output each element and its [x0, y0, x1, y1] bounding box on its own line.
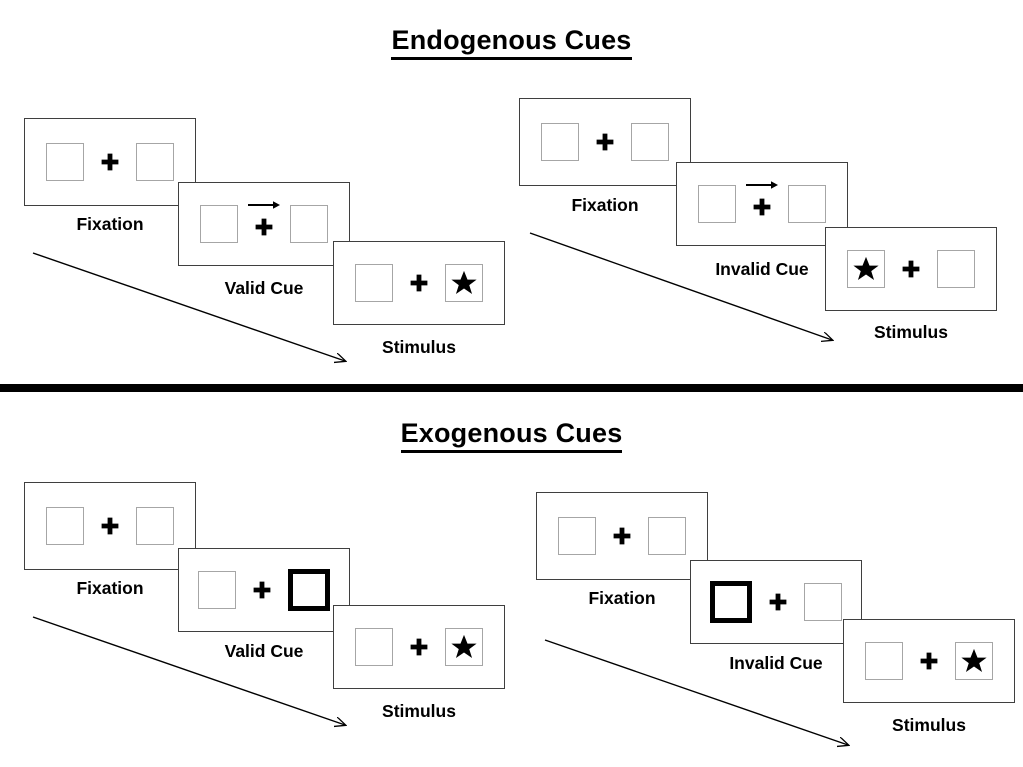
panel-contents [520, 99, 690, 185]
panel-endogenous-invalid-fixation[interactable] [519, 98, 691, 186]
panel-contents [334, 606, 504, 688]
left-box[interactable] [355, 264, 393, 302]
fixation-cross-icon [248, 201, 280, 237]
caption-endogenous-invalid-fixation: Fixation [571, 195, 639, 215]
caption-endogenous-valid-cue: Valid Cue [224, 278, 304, 298]
caption-exogenous-valid-cue: Valid Cue [224, 641, 304, 661]
panel-contents [691, 561, 861, 643]
panel-exogenous-valid-fixation[interactable] [24, 482, 196, 570]
caption-exogenous-valid-stimulus: Stimulus [382, 701, 456, 721]
fixation-cross-icon [746, 181, 778, 217]
caption-endogenous-invalid-cue: Invalid Cue [715, 259, 809, 279]
panel-contents [25, 119, 195, 205]
right-box[interactable] [788, 185, 826, 223]
right-box[interactable] [955, 642, 993, 680]
panel-contents [25, 483, 195, 569]
panel-endogenous-invalid-cue[interactable] [676, 162, 848, 246]
left-box[interactable] [200, 205, 238, 243]
right-box[interactable] [445, 628, 483, 666]
left-box[interactable] [198, 571, 236, 609]
fixation-cross-icon [768, 592, 788, 612]
caption-exogenous-invalid-stimulus: Stimulus [892, 715, 966, 735]
time-arrow-exogenous-valid [32, 616, 345, 725]
fixation-cross-icon [252, 580, 272, 600]
section-title-endogenous-text: Endogenous Cues [391, 25, 632, 60]
right-box[interactable] [804, 583, 842, 621]
fixation-cross-icon [409, 637, 429, 657]
caption-endogenous-valid-fixation: Fixation [76, 214, 144, 234]
right-box[interactable] [445, 264, 483, 302]
arrow-right-cue-icon [247, 199, 281, 211]
left-box[interactable] [698, 185, 736, 223]
caption-exogenous-valid-fixation: Fixation [76, 578, 144, 598]
left-box[interactable] [865, 642, 903, 680]
left-box[interactable] [541, 123, 579, 161]
left-box-cued[interactable] [710, 581, 752, 623]
right-box[interactable] [648, 517, 686, 555]
left-box[interactable] [558, 517, 596, 555]
panel-endogenous-valid-stimulus[interactable] [333, 241, 505, 325]
caption-endogenous-invalid-stimulus: Stimulus [874, 322, 948, 342]
right-box[interactable] [290, 205, 328, 243]
star-icon [960, 647, 988, 675]
panel-exogenous-valid-cue[interactable] [178, 548, 350, 632]
fixation-cross-icon [901, 259, 921, 279]
panel-contents [826, 228, 996, 310]
left-box[interactable] [46, 143, 84, 181]
caption-exogenous-invalid-fixation: Fixation [588, 588, 656, 608]
section-title-exogenous: Exogenous Cues [0, 418, 1023, 453]
panel-endogenous-invalid-stimulus[interactable] [825, 227, 997, 311]
fixation-cross-icon [100, 516, 120, 536]
section-divider [0, 384, 1023, 392]
panel-exogenous-valid-stimulus[interactable] [333, 605, 505, 689]
right-box-cued[interactable] [288, 569, 330, 611]
section-title-endogenous: Endogenous Cues [0, 25, 1023, 60]
time-arrow-endogenous-invalid [529, 232, 832, 340]
star-icon [852, 255, 880, 283]
left-box[interactable] [46, 507, 84, 545]
fixation-cross-icon [100, 152, 120, 172]
caption-exogenous-invalid-cue: Invalid Cue [729, 653, 823, 673]
section-title-exogenous-text: Exogenous Cues [400, 418, 623, 453]
panel-exogenous-invalid-stimulus[interactable] [843, 619, 1015, 703]
panel-exogenous-invalid-cue[interactable] [690, 560, 862, 644]
right-box[interactable] [136, 143, 174, 181]
panel-contents [334, 242, 504, 324]
star-icon [450, 633, 478, 661]
fixation-cross-icon [595, 132, 615, 152]
right-box[interactable] [937, 250, 975, 288]
panel-contents [677, 163, 847, 245]
left-box[interactable] [355, 628, 393, 666]
arrow-right-cue-icon [745, 179, 779, 191]
fixation-cross-icon [919, 651, 939, 671]
panel-contents [537, 493, 707, 579]
right-box[interactable] [136, 507, 174, 545]
panel-contents [179, 549, 349, 631]
panel-endogenous-valid-fixation[interactable] [24, 118, 196, 206]
fixation-cross-icon [409, 273, 429, 293]
panel-exogenous-invalid-fixation[interactable] [536, 492, 708, 580]
panel-endogenous-valid-cue[interactable] [178, 182, 350, 266]
caption-endogenous-valid-stimulus: Stimulus [382, 337, 456, 357]
time-arrow-endogenous-valid [32, 252, 345, 361]
panel-contents [179, 183, 349, 265]
star-icon [450, 269, 478, 297]
panel-contents [844, 620, 1014, 702]
left-box[interactable] [847, 250, 885, 288]
fixation-cross-icon [612, 526, 632, 546]
right-box[interactable] [631, 123, 669, 161]
